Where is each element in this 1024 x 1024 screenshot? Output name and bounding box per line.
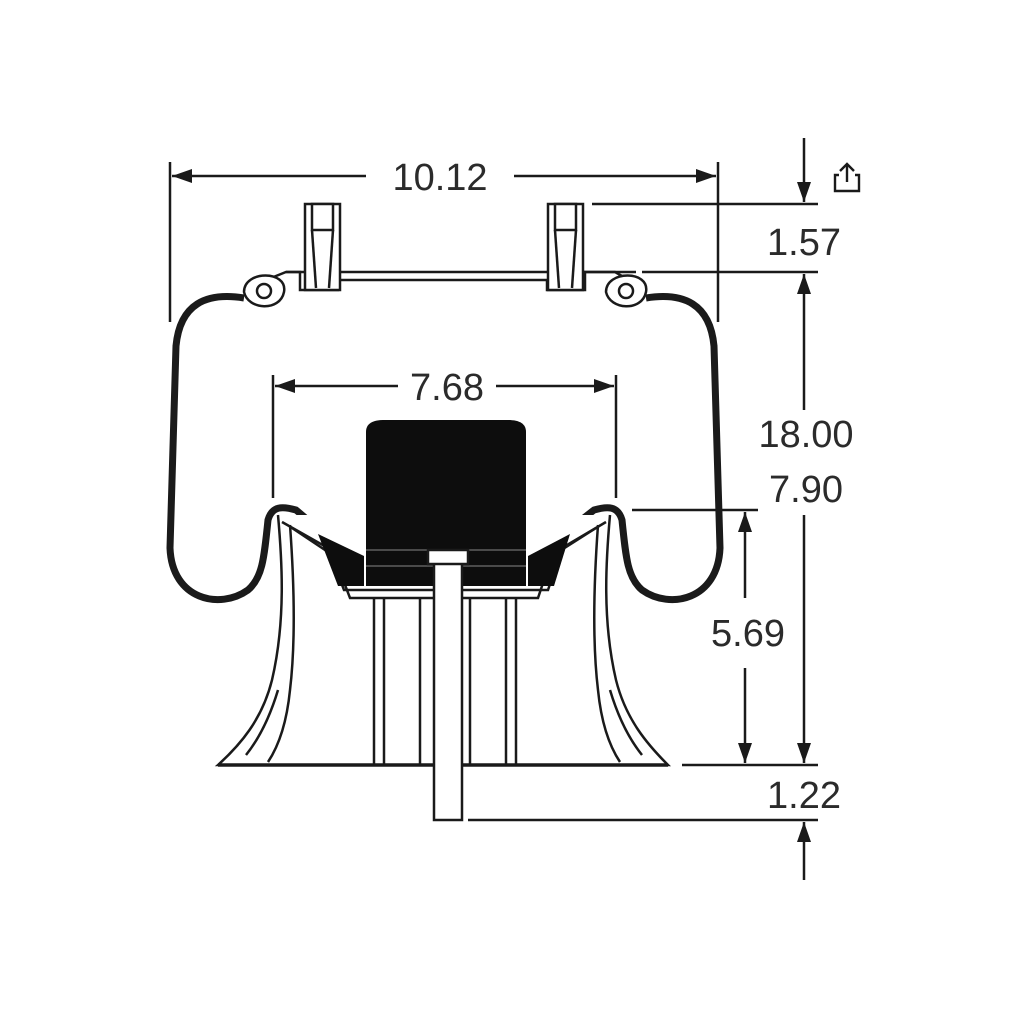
dimension-lines <box>172 138 811 880</box>
dim-bolt-length: 1.22 <box>767 775 841 817</box>
dim-overall-width: 10.12 <box>392 157 487 199</box>
mount-stud-left <box>303 202 342 292</box>
mount-stud-right <box>546 202 585 292</box>
center-bolt <box>426 548 470 822</box>
dim-mount-stud-height: 1.57 <box>767 222 841 264</box>
dim-min-height: 7.90 <box>769 469 843 511</box>
share-button[interactable] <box>830 160 864 196</box>
dim-piston-height: 5.69 <box>711 613 785 655</box>
extension-lines <box>168 162 818 822</box>
dimension-labels: 10.12 1.57 7.68 18.00 7.90 5.69 1.22 <box>392 157 853 817</box>
share-icon <box>833 162 861 193</box>
dim-inner-width: 7.68 <box>410 367 484 409</box>
rubber-bellow <box>166 293 724 604</box>
bumper <box>318 420 570 586</box>
dim-max-height: 18.00 <box>758 414 853 456</box>
bead-crimps <box>242 274 648 308</box>
